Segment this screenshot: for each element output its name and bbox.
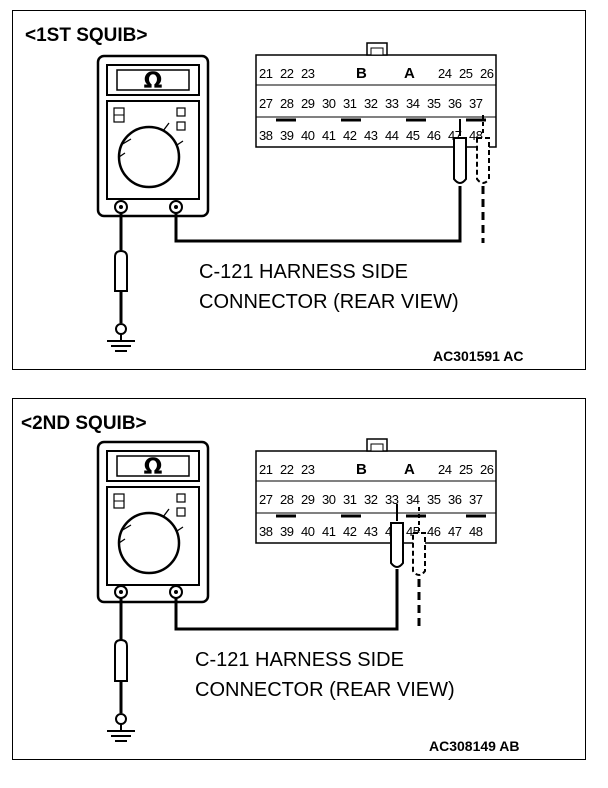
pin-label: 30 bbox=[322, 492, 336, 507]
figure-code: AC301591 AC bbox=[433, 348, 524, 364]
caption-line-1: C-121 HARNESS SIDE bbox=[199, 261, 408, 283]
connector-icon: 21 22 23 B A 24 25 26 27 28 29 30 31 32 … bbox=[255, 42, 497, 148]
pin-label: 35 bbox=[427, 492, 441, 507]
pin-label: 35 bbox=[427, 96, 441, 111]
pin-label: 46 bbox=[427, 128, 441, 143]
pin-label: 25 bbox=[459, 66, 473, 81]
pin-label: 21 bbox=[259, 66, 273, 81]
pin-label: 29 bbox=[301, 492, 315, 507]
pin-label: 45 bbox=[406, 128, 420, 143]
probe-dashed-icon bbox=[476, 115, 490, 243]
caption-line-1: C-121 HARNESS SIDE bbox=[195, 649, 404, 671]
figure-code: AC308149 AB bbox=[429, 738, 520, 754]
pin-label: 26 bbox=[480, 66, 494, 81]
pin-label: B bbox=[356, 461, 367, 478]
panel-title: <2ND SQUIB> bbox=[21, 413, 147, 434]
pin-label: 40 bbox=[301, 524, 315, 539]
pin-label: 38 bbox=[259, 128, 273, 143]
pin-label: 37 bbox=[469, 492, 483, 507]
ground-probe-icon bbox=[114, 213, 128, 335]
pin-label: 22 bbox=[280, 66, 294, 81]
pin-label: 39 bbox=[280, 128, 294, 143]
ground-icon bbox=[107, 334, 135, 352]
probe-icon bbox=[453, 119, 467, 184]
panel-2-drawing: <2ND SQUIB> Ω bbox=[21, 413, 520, 754]
pin-label: 23 bbox=[301, 66, 315, 81]
panel-1st-squib: <1ST SQUIB> Ω bbox=[12, 10, 586, 370]
pin-label: 39 bbox=[280, 524, 294, 539]
pin-label: 34 bbox=[406, 96, 420, 111]
caption-line-2: CONNECTOR (REAR VIEW) bbox=[195, 679, 455, 701]
pin-label: 27 bbox=[259, 96, 273, 111]
pin-label: 24 bbox=[438, 66, 452, 81]
pin-label: 21 bbox=[259, 462, 273, 477]
panel-title: <1ST SQUIB> bbox=[25, 25, 148, 46]
ground-probe-icon bbox=[114, 598, 128, 725]
pin-label: A bbox=[404, 461, 415, 478]
pin-label: 33 bbox=[385, 96, 399, 111]
ground-icon bbox=[107, 724, 135, 742]
pin-label: 40 bbox=[301, 128, 315, 143]
pin-label: 26 bbox=[480, 462, 494, 477]
connector-icon: 21 22 23 B A 24 25 26 27 28 29 30 31 32 … bbox=[255, 438, 497, 544]
pin-label: 37 bbox=[469, 96, 483, 111]
probe-icon bbox=[390, 504, 404, 568]
pin-label: 32 bbox=[364, 96, 378, 111]
test-lead-wire bbox=[174, 569, 399, 631]
pin-label: 30 bbox=[322, 96, 336, 111]
pin-label: 43 bbox=[364, 128, 378, 143]
pin-label: 47 bbox=[448, 524, 462, 539]
pin-label: 28 bbox=[280, 492, 294, 507]
pin-label: 41 bbox=[322, 524, 336, 539]
pin-label: 36 bbox=[448, 96, 462, 111]
pin-label: 38 bbox=[259, 524, 273, 539]
pin-label: 31 bbox=[343, 492, 357, 507]
pin-label: 25 bbox=[459, 462, 473, 477]
test-lead-wire bbox=[174, 186, 462, 243]
pin-label: 23 bbox=[301, 462, 315, 477]
panel-1-drawing: <1ST SQUIB> Ω bbox=[25, 25, 524, 364]
pin-label: 36 bbox=[448, 492, 462, 507]
panel-2nd-squib: <2ND SQUIB> Ω bbox=[12, 398, 586, 760]
ohm-symbol: Ω bbox=[144, 69, 163, 94]
pin-label: 43 bbox=[364, 524, 378, 539]
ohm-symbol: Ω bbox=[144, 455, 163, 480]
pin-label: 28 bbox=[280, 96, 294, 111]
pin-label: A bbox=[404, 65, 415, 82]
pin-label: 22 bbox=[280, 462, 294, 477]
multimeter-icon: Ω bbox=[96, 440, 210, 604]
pin-label: 42 bbox=[343, 128, 357, 143]
pin-label: 42 bbox=[343, 524, 357, 539]
caption-line-2: CONNECTOR (REAR VIEW) bbox=[199, 291, 459, 313]
pin-label: 32 bbox=[364, 492, 378, 507]
pin-label: 27 bbox=[259, 492, 273, 507]
multimeter-icon: Ω bbox=[96, 54, 210, 218]
pin-label: B bbox=[356, 65, 367, 82]
pin-label: 33 bbox=[385, 492, 399, 507]
pin-label: 41 bbox=[322, 128, 336, 143]
pin-label: 44 bbox=[385, 128, 399, 143]
pin-label: 24 bbox=[438, 462, 452, 477]
pin-label: 48 bbox=[469, 524, 483, 539]
pin-label: 31 bbox=[343, 96, 357, 111]
pin-label: 34 bbox=[406, 492, 420, 507]
pin-label: 29 bbox=[301, 96, 315, 111]
probe-dashed-icon bbox=[412, 507, 426, 631]
pin-label: 46 bbox=[427, 524, 441, 539]
